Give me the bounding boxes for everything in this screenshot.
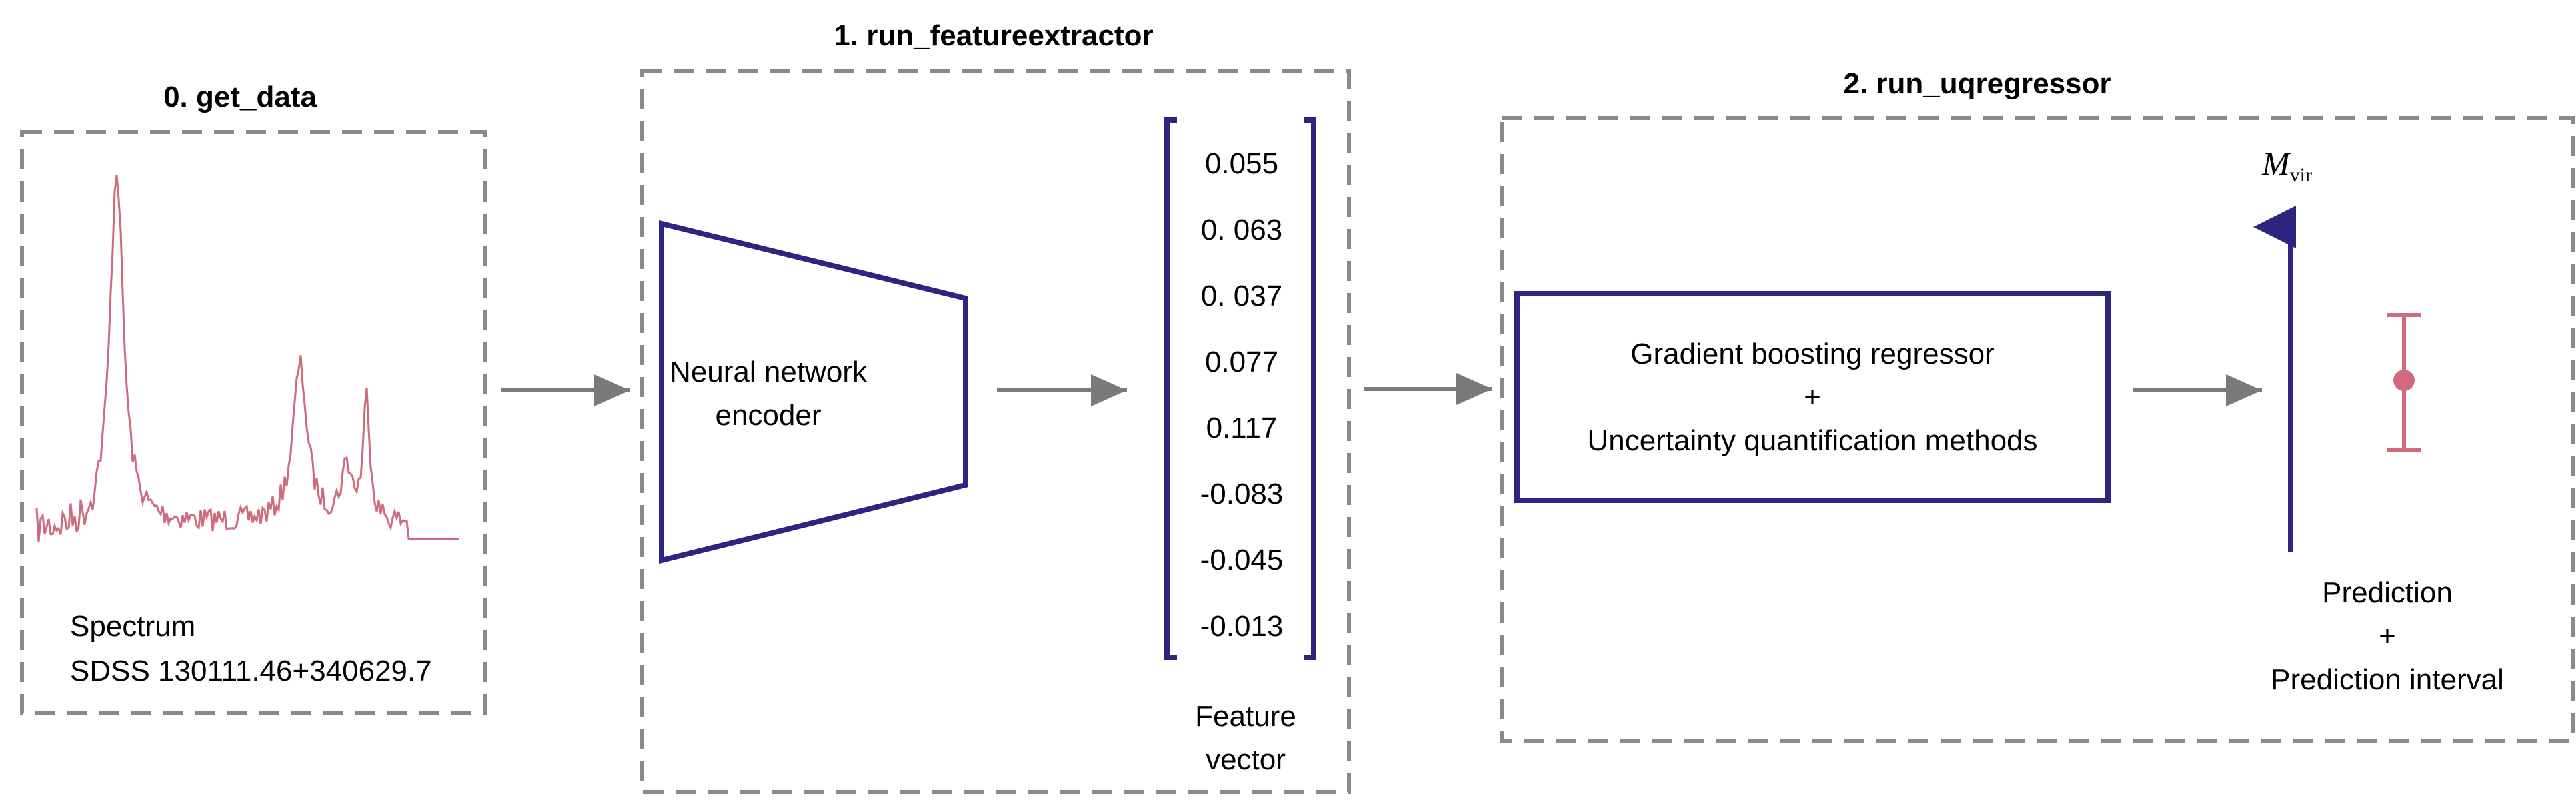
stage-2-dashed-box	[1500, 116, 2575, 743]
prediction-point	[2393, 370, 2415, 391]
stage-1-title: 1. run_featureextractor	[834, 19, 1153, 52]
stage-1-dashed-box	[640, 69, 1351, 794]
feature-value: 0. 063	[1201, 214, 1282, 246]
encoder-trapezoid	[659, 220, 968, 564]
stage-0-title: 0. get_data	[163, 81, 317, 113]
regressor-label-plus: +	[1804, 381, 1821, 414]
encoder-label-line2: encoder	[715, 399, 821, 432]
feature-vector-label-line1: Feature	[1195, 700, 1296, 733]
spectrum-object-id: SDSS 130111.46+340629.7	[70, 655, 432, 687]
feature-value: -0.013	[1200, 610, 1284, 643]
encoder-label-line1: Neural network	[670, 356, 868, 388]
stage-0-dashed-box	[20, 130, 487, 715]
vector-right-bracket	[1304, 117, 1316, 660]
regressor-box	[1514, 291, 2111, 503]
feature-value: -0.083	[1200, 478, 1284, 510]
spectrum-plot	[35, 175, 459, 542]
prediction-label-plus: +	[2379, 620, 2396, 653]
axis-symbol: Mvir	[2261, 145, 2312, 186]
feature-value: 0.077	[1205, 346, 1278, 378]
feature-vector-values: 0.055 0. 063 0. 037 0.077 0.117 -0.083 -0.045 -…	[1200, 147, 1284, 643]
vector-left-bracket	[1164, 117, 1177, 660]
feature-vector-label-line2: vector	[1206, 743, 1286, 776]
prediction-interval-marker	[2387, 313, 2421, 452]
stage-2-title: 2. run_uqregressor	[1843, 67, 2111, 100]
feature-value: -0.045	[1200, 544, 1284, 576]
feature-value: 0. 037	[1201, 280, 1282, 312]
prediction-label-line3: Prediction interval	[2271, 663, 2504, 696]
stage-uq-regressor: 2. run_uqregressor Gradient boosting reg…	[1500, 67, 2575, 743]
feature-value: 0.055	[1205, 147, 1278, 180]
regressor-label-line1: Gradient boosting regressor	[1630, 338, 1994, 370]
stage-feature-extractor: 1. run_featureextractor Neural network e…	[640, 19, 1351, 794]
spectrum-caption: Spectrum	[70, 610, 195, 643]
stage-get-data: 0. get_data Spectrum SDSS 130111.46+3406…	[20, 81, 487, 715]
prediction-label-line1: Prediction	[2322, 576, 2453, 609]
regressor-label-line3: Uncertainty quantification methods	[1587, 424, 2037, 457]
feature-value: 0.117	[1206, 412, 1278, 444]
